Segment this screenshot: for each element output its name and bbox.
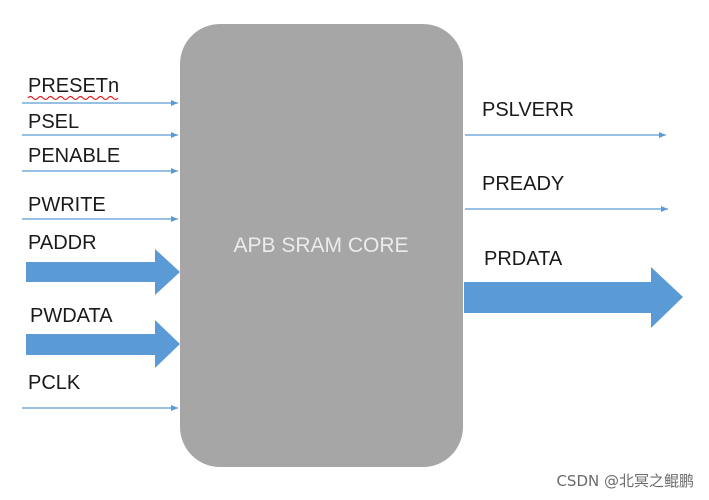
input-label-paddr: PADDR bbox=[28, 232, 97, 254]
input-pwrite: PWRITE bbox=[22, 194, 178, 222]
output-prdata: PRDATA bbox=[464, 248, 683, 328]
input-label-presetn: PRESETn bbox=[28, 75, 119, 97]
core-label: APB SRAM CORE bbox=[233, 234, 408, 257]
bus-arrow-pwdata bbox=[26, 320, 180, 368]
output-label-pready: PREADY bbox=[482, 173, 564, 195]
input-label-pwdata: PWDATA bbox=[30, 305, 113, 327]
output-label-pslverr: PSLVERR bbox=[482, 99, 574, 121]
apb-sram-core-block bbox=[180, 24, 463, 467]
output-pslverr: PSLVERR bbox=[465, 99, 666, 138]
input-psel: PSEL bbox=[22, 111, 178, 138]
input-paddr: PADDR bbox=[26, 232, 180, 295]
input-pwdata: PWDATA bbox=[26, 305, 180, 368]
bus-arrow-prdata bbox=[464, 267, 683, 328]
output-label-prdata: PRDATA bbox=[484, 248, 563, 270]
input-penable: PENABLE bbox=[22, 145, 178, 174]
input-label-pclk: PCLK bbox=[28, 372, 81, 394]
input-label-penable: PENABLE bbox=[28, 145, 120, 167]
input-label-psel: PSEL bbox=[28, 111, 79, 133]
input-label-pwrite: PWRITE bbox=[28, 194, 106, 216]
spellcheck-underline bbox=[27, 95, 119, 101]
bus-arrow-paddr bbox=[26, 249, 180, 295]
input-presetn: PRESETn bbox=[22, 75, 178, 106]
watermark: CSDN @北冥之鲲鹏 bbox=[556, 472, 694, 490]
input-pclk: PCLK bbox=[22, 372, 178, 411]
output-pready: PREADY bbox=[465, 173, 668, 212]
